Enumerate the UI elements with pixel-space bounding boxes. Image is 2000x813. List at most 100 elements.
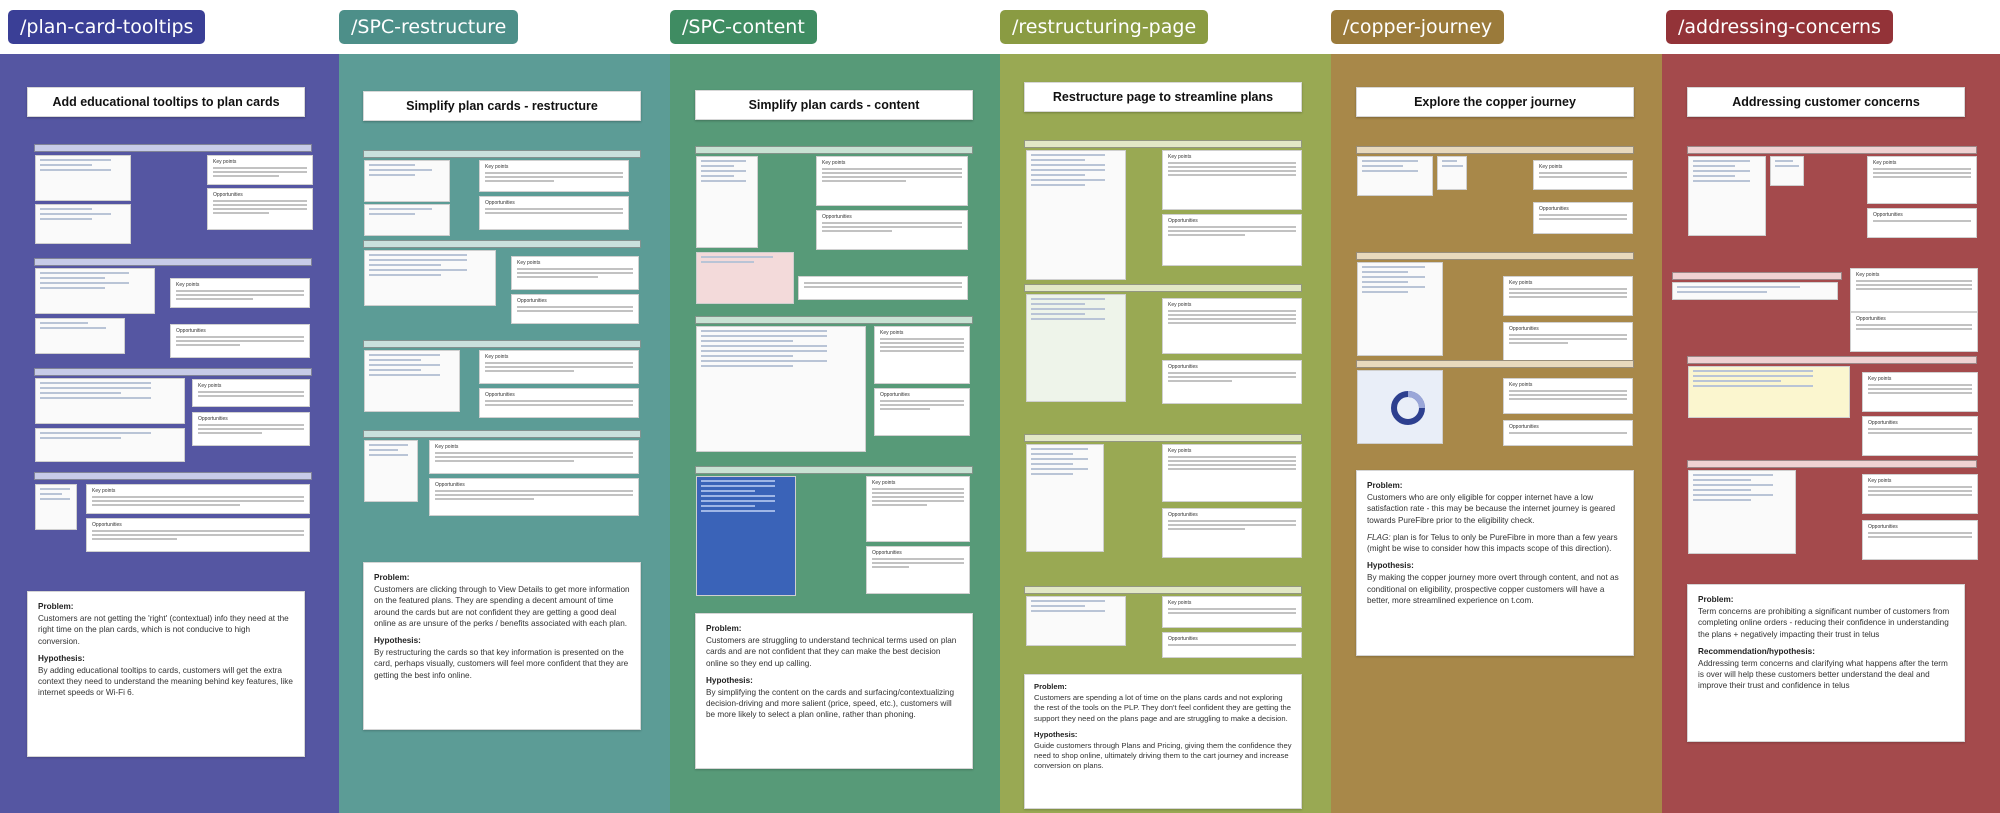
opportunities-note[interactable]: Opportunities: [1533, 202, 1633, 234]
pain-points-note[interactable]: Key points: [1850, 268, 1978, 312]
opportunities-note[interactable]: Opportunities: [170, 324, 310, 358]
reference-screenshot[interactable]: [1026, 596, 1126, 646]
problem-hypothesis-card[interactable]: Problem: Customers are spending a lot of…: [1024, 674, 1302, 809]
pain-points-note[interactable]: Key points: [1162, 444, 1302, 502]
opportunities-note[interactable]: Opportunities: [86, 518, 310, 552]
pain-points-note[interactable]: Key points: [1533, 160, 1633, 190]
problem-hypothesis-card[interactable]: Problem: Term concerns are prohibiting a…: [1687, 584, 1965, 742]
highlight-note[interactable]: [798, 276, 968, 300]
reference-screenshot[interactable]: [35, 378, 185, 424]
pain-points-note[interactable]: Key points: [429, 440, 639, 474]
pain-points-note[interactable]: Key points: [1503, 378, 1633, 414]
reference-screenshot[interactable]: [1357, 156, 1433, 196]
reference-screenshot[interactable]: [1026, 444, 1104, 552]
reference-strip: [695, 146, 973, 154]
pain-points-note[interactable]: Key points: [86, 484, 310, 514]
pain-points-note[interactable]: Key points: [479, 160, 629, 192]
column-tag[interactable]: /restructuring-page: [1000, 10, 1209, 44]
reference-screenshot[interactable]: [364, 250, 496, 306]
reference-screenshot[interactable]: [1688, 156, 1766, 236]
opportunities-note[interactable]: Opportunities: [874, 388, 970, 436]
pain-points-note[interactable]: Key points: [1503, 276, 1633, 316]
reference-screenshot[interactable]: [364, 204, 450, 236]
pain-points-note[interactable]: Key points: [874, 326, 970, 384]
opportunities-note[interactable]: Opportunities: [816, 210, 968, 250]
opportunities-note[interactable]: Opportunities: [1503, 420, 1633, 446]
pain-points-note[interactable]: Key points: [1162, 596, 1302, 628]
reference-screenshot[interactable]: [1688, 366, 1850, 418]
reference-screenshot[interactable]: [1672, 282, 1838, 300]
reference-screenshot[interactable]: [696, 476, 796, 596]
pain-points-note[interactable]: Key points: [816, 156, 968, 206]
column-title[interactable]: Simplify plan cards - restructure: [363, 91, 641, 121]
pain-points-note[interactable]: Key points: [1862, 372, 1978, 412]
column-tag[interactable]: /copper-journey: [1331, 10, 1505, 44]
column-spc-content: Simplify plan cards - content Key points…: [670, 54, 1000, 813]
reference-screenshot[interactable]: [35, 204, 131, 244]
column-tag[interactable]: /plan-card-tooltips: [8, 10, 206, 44]
reference-screenshot[interactable]: [35, 268, 155, 314]
column-tag[interactable]: /SPC-content: [670, 10, 817, 44]
reference-screenshot[interactable]: [696, 252, 794, 304]
opportunities-note[interactable]: Opportunities: [511, 294, 639, 324]
reference-screenshot[interactable]: [1026, 294, 1126, 402]
pain-points-note[interactable]: Key points: [1162, 298, 1302, 354]
hypothesis-text: Addressing term concerns and clarifying …: [1698, 659, 1948, 691]
opportunities-note[interactable]: Opportunities: [1862, 416, 1978, 456]
pain-points-note[interactable]: Key points: [1862, 474, 1978, 514]
opportunities-note[interactable]: Opportunities: [1867, 208, 1977, 238]
problem-hypothesis-card[interactable]: Problem: Customers who are only eligible…: [1356, 470, 1634, 656]
reference-screenshot[interactable]: [35, 428, 185, 462]
column-tag[interactable]: /SPC-restructure: [339, 10, 519, 44]
opportunities-note[interactable]: Opportunities: [207, 188, 313, 230]
column-title[interactable]: Restructure page to streamline plans: [1024, 82, 1302, 112]
problem-hypothesis-card[interactable]: Problem: Customers are clicking through …: [363, 562, 641, 730]
opportunities-note[interactable]: Opportunities: [1162, 360, 1302, 404]
pain-points-note[interactable]: Key points: [192, 379, 310, 407]
reference-screenshot[interactable]: [364, 160, 450, 202]
reference-screenshot[interactable]: [35, 155, 131, 201]
reference-screenshot[interactable]: [35, 484, 77, 530]
reference-screenshot[interactable]: [1770, 156, 1804, 186]
column-title[interactable]: Add educational tooltips to plan cards: [27, 87, 305, 117]
pain-points-note[interactable]: Key points: [170, 278, 310, 308]
opportunities-note[interactable]: Opportunities: [1162, 508, 1302, 558]
opportunities-note[interactable]: Opportunities: [1503, 322, 1633, 362]
opportunities-note[interactable]: Opportunities: [866, 546, 970, 594]
reference-screenshot[interactable]: [1437, 156, 1467, 190]
pain-points-note[interactable]: Key points: [1162, 150, 1302, 210]
reference-screenshot[interactable]: [1357, 370, 1443, 444]
reference-screenshot[interactable]: [364, 350, 460, 412]
column-title[interactable]: Explore the copper journey: [1356, 87, 1634, 117]
reference-screenshot[interactable]: [364, 440, 418, 502]
opportunities-note[interactable]: Opportunities: [1162, 632, 1302, 658]
pain-points-note[interactable]: Key points: [479, 350, 639, 384]
reference-strip: [34, 368, 312, 376]
reference-screenshot[interactable]: [35, 318, 125, 354]
problem-text: Customers are struggling to understand t…: [706, 636, 957, 668]
reference-screenshot[interactable]: [696, 326, 866, 452]
problem-hypothesis-card[interactable]: Problem: Customers are not getting the '…: [27, 591, 305, 757]
opportunities-note[interactable]: Opportunities: [1862, 520, 1978, 560]
opportunities-note[interactable]: Opportunities: [1162, 214, 1302, 266]
problem-hypothesis-card[interactable]: Problem: Customers are struggling to und…: [695, 613, 973, 769]
reference-screenshot[interactable]: [1688, 470, 1796, 554]
reference-screenshot[interactable]: [1026, 150, 1126, 280]
opportunities-note[interactable]: Opportunities: [1850, 312, 1978, 352]
opportunities-note[interactable]: Opportunities: [479, 196, 629, 230]
opportunities-note[interactable]: Opportunities: [192, 412, 310, 446]
reference-screenshot[interactable]: [696, 156, 758, 248]
column-tag[interactable]: /addressing-concerns: [1666, 10, 1893, 44]
pain-points-note[interactable]: Key points: [207, 155, 313, 185]
opportunities-note[interactable]: Opportunities: [479, 388, 639, 418]
column-title[interactable]: Simplify plan cards - content: [695, 90, 973, 120]
opportunities-note[interactable]: Opportunities: [429, 478, 639, 516]
pain-points-note[interactable]: Key points: [511, 256, 639, 290]
pain-points-note[interactable]: Key points: [866, 476, 970, 542]
column-title[interactable]: Addressing customer concerns: [1687, 87, 1965, 117]
column-plan-card-tooltips: Add educational tooltips to plan cards K…: [0, 54, 339, 813]
pain-points-note[interactable]: Key points: [1867, 156, 1977, 204]
reference-screenshot[interactable]: [1357, 262, 1443, 356]
hypothesis-text: By simplifying the content on the cards …: [706, 688, 955, 720]
hypothesis-text: By adding educational tooltips to cards,…: [38, 666, 293, 698]
